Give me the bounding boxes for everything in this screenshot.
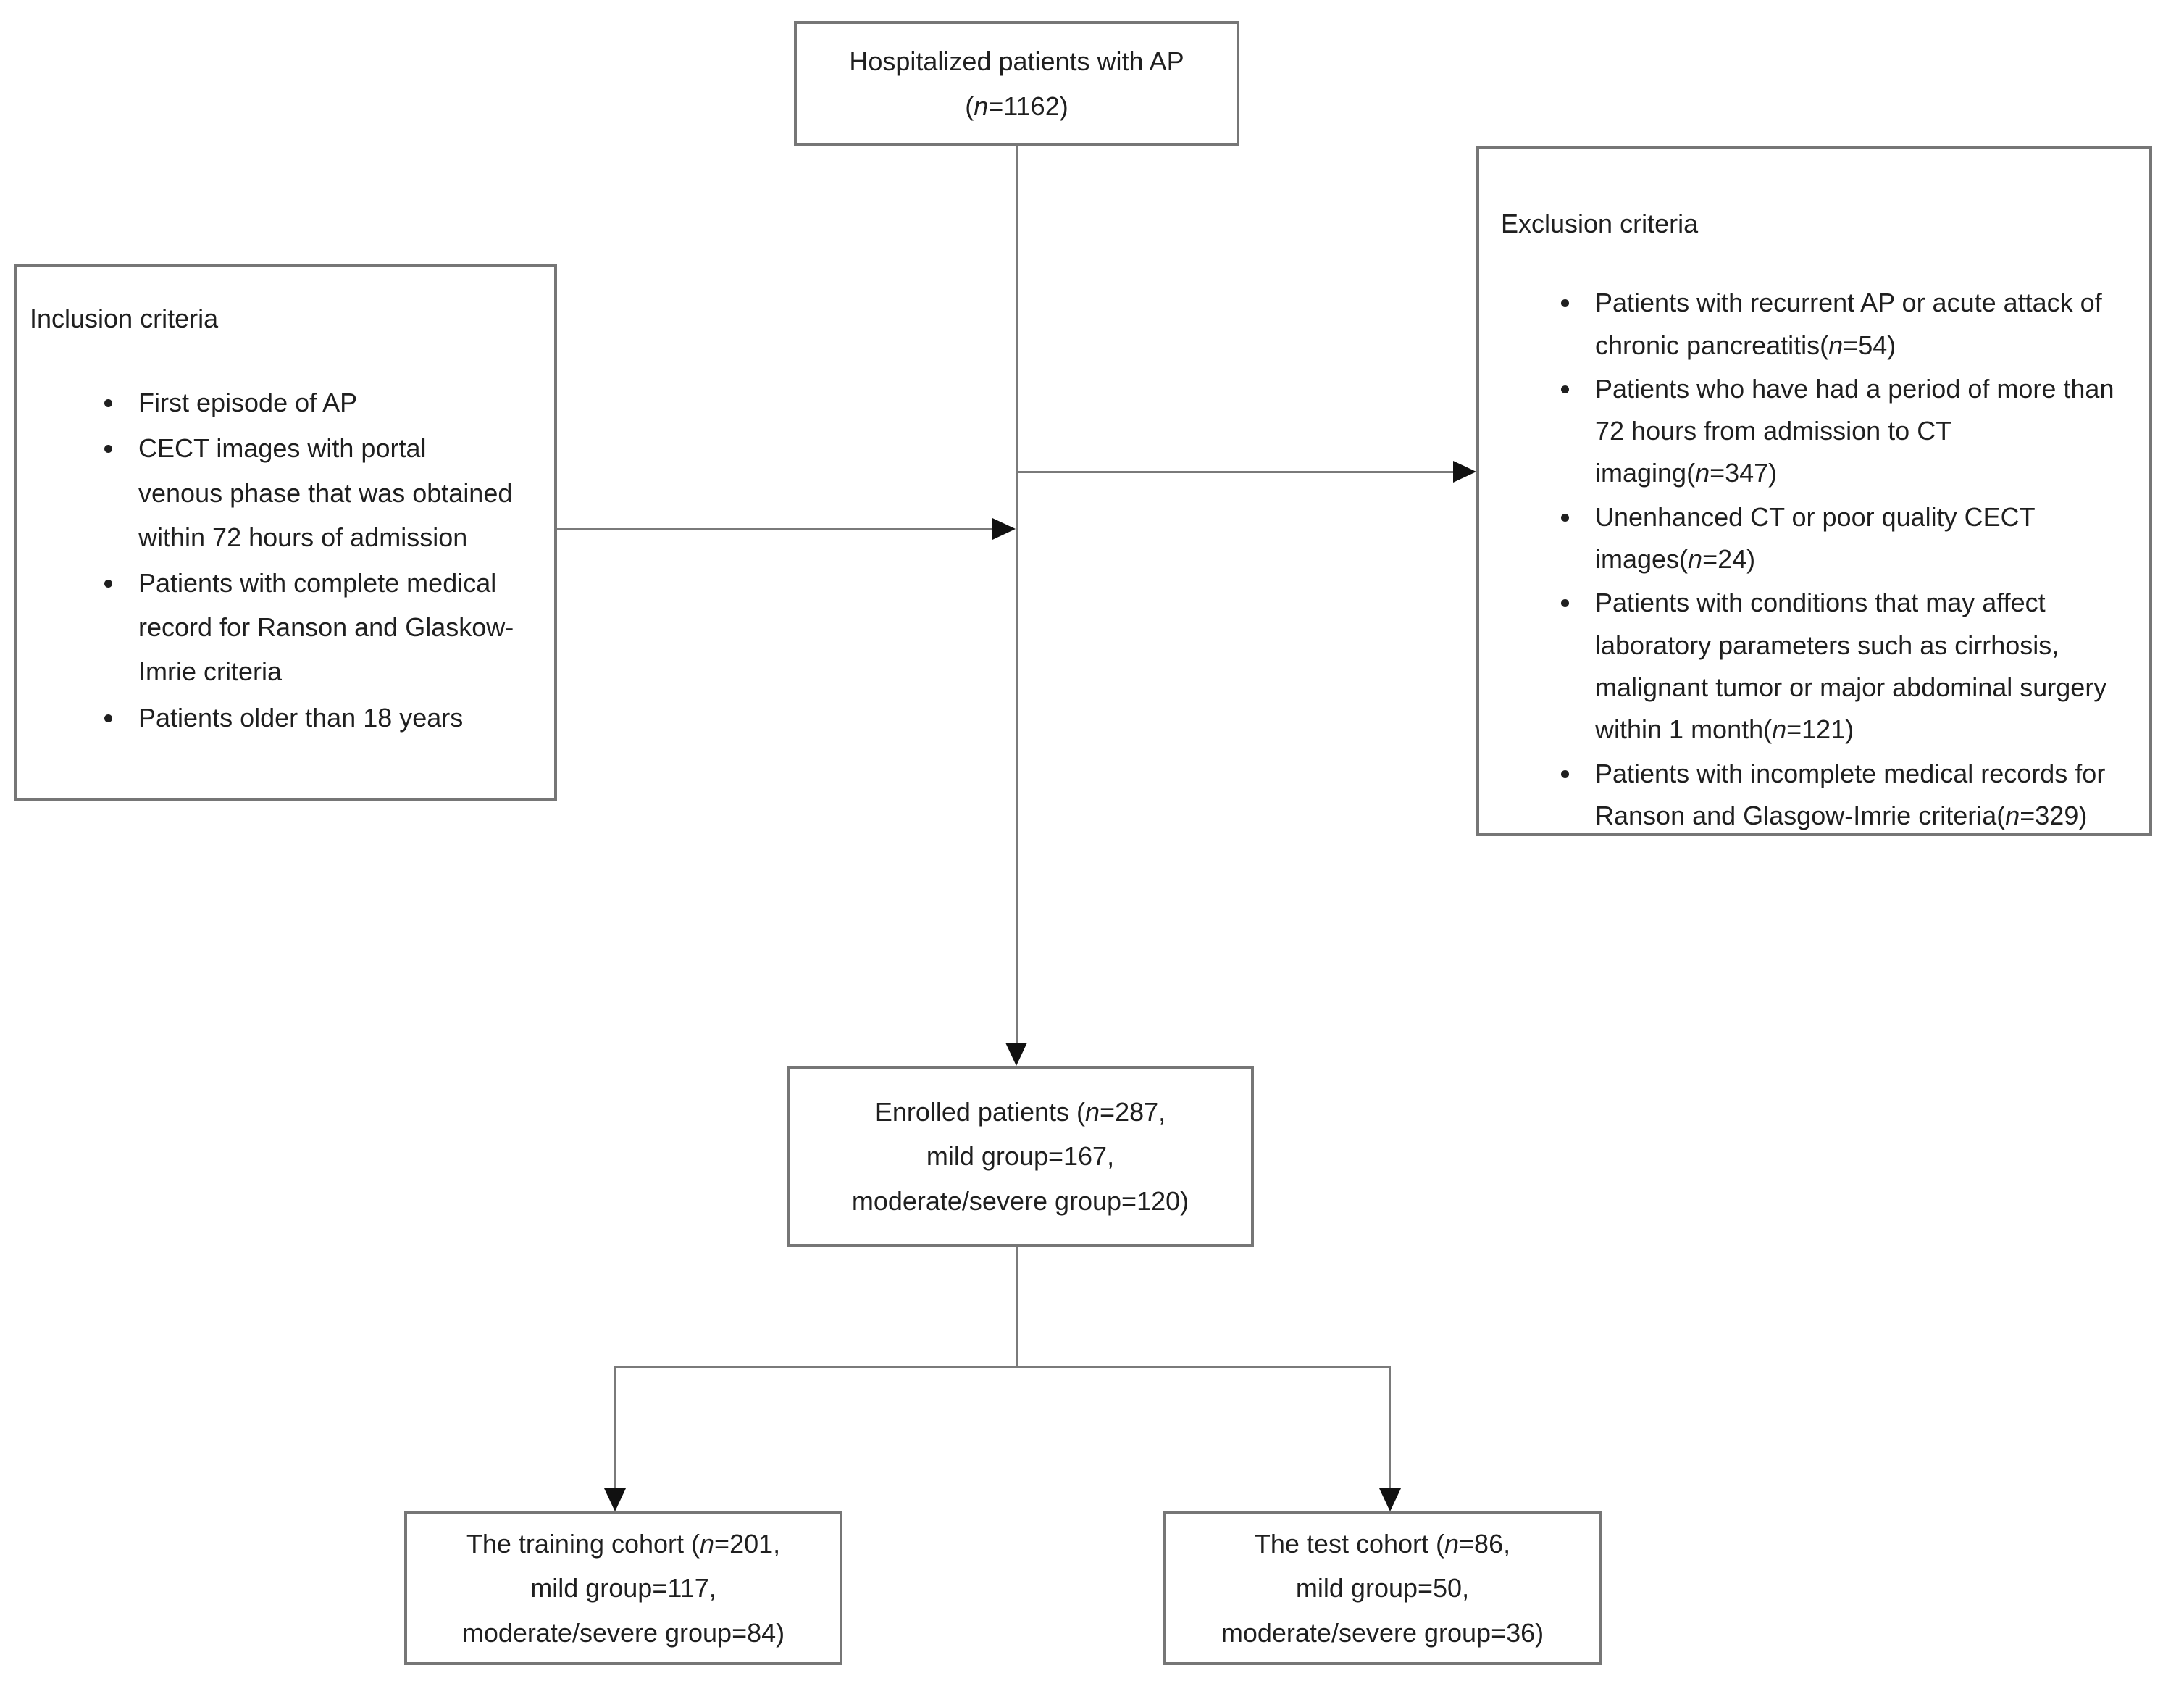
text-line: (n=1162): [849, 84, 1184, 128]
line-segment: =329): [2020, 800, 2088, 830]
box-text: Hospitalized patients with AP (n=1162): [849, 39, 1184, 128]
italic-n: n: [1085, 1097, 1100, 1127]
line-segment: The training cohort (: [466, 1529, 700, 1559]
line-segment: moderate/severe group=36): [1221, 1617, 1544, 1648]
bullet-item: CECT images with portal venous phase tha…: [125, 426, 516, 559]
box-exclusion-criteria: Exclusion criteria Patients with recurre…: [1476, 146, 2152, 836]
box-inclusion-criteria: Inclusion criteria First episode of AP C…: [14, 264, 557, 801]
line-segment: mild group=167,: [926, 1141, 1115, 1172]
line-segment: =24): [1702, 544, 1756, 575]
connector-split-horizontal: [614, 1366, 1391, 1368]
line-segment: Hospitalized patients with AP: [849, 46, 1184, 77]
italic-n: n: [1695, 458, 1710, 488]
box-enrolled-patients: Enrolled patients (n=287, mild group=167…: [787, 1066, 1254, 1247]
arrow-right-icon: [1453, 461, 1476, 483]
box-test-cohort: The test cohort (n=86, mild group=50, mo…: [1163, 1511, 1602, 1665]
italic-n: n: [700, 1529, 715, 1559]
italic-n: n: [1828, 330, 1844, 360]
line-segment: =287,: [1100, 1097, 1166, 1127]
text-line: mild group=117,: [462, 1566, 785, 1610]
text-line: moderate/severe group=36): [1221, 1611, 1544, 1655]
box-text: The test cohort (n=86, mild group=50, mo…: [1221, 1522, 1544, 1655]
box-training-cohort: The training cohort (n=201, mild group=1…: [404, 1511, 842, 1665]
italic-n: n: [1772, 714, 1787, 745]
bullet-item: Patients with recurrent AP or acute atta…: [1582, 282, 2133, 367]
connector-split-to-training: [614, 1366, 616, 1490]
line-segment: Unenhanced CT or poor quality CECT image…: [1595, 501, 2035, 575]
line-segment: =201,: [714, 1529, 781, 1559]
connector-inclusion-to-center: [557, 528, 994, 530]
italic-n: n: [1688, 544, 1703, 575]
line-segment: moderate/severe group=84): [461, 1617, 785, 1648]
line-segment: First episode of AP: [138, 388, 358, 418]
text-line: The training cohort (n=201,: [462, 1522, 785, 1566]
text-line: moderate/severe group=84): [462, 1611, 785, 1655]
inclusion-bullet-list: First episode of AP CECT images with por…: [96, 380, 516, 740]
connector-top-to-enrolled: [1016, 146, 1018, 1047]
bullet-item: Unenhanced CT or poor quality CECT image…: [1582, 496, 2133, 581]
italic-n: n: [2005, 800, 2020, 830]
text-line: Enrolled patients (n=287,: [852, 1090, 1189, 1134]
line-segment: CECT images with portal venous phase tha…: [138, 433, 513, 552]
exclusion-title: Exclusion criteria: [1501, 209, 1699, 238]
line-segment: =1162): [988, 91, 1068, 121]
arrow-down-icon: [604, 1488, 626, 1511]
bullet-item: First episode of AP: [125, 380, 516, 425]
line-segment: =121): [1786, 714, 1854, 745]
box-text: Enrolled patients (n=287, mild group=167…: [852, 1090, 1189, 1223]
box-text: The training cohort (n=201, mild group=1…: [462, 1522, 785, 1655]
line-segment: Patients older than 18 years: [138, 702, 464, 733]
line-segment: =347): [1710, 458, 1778, 488]
arrow-right-icon: [992, 518, 1016, 540]
bullet-item: Patients with incomplete medical records…: [1582, 753, 2133, 838]
line-segment: =54): [1843, 330, 1896, 360]
line-segment: Patients with complete medical record fo…: [138, 567, 514, 687]
arrow-down-icon: [1005, 1043, 1027, 1066]
line-segment: mild group=117,: [530, 1573, 716, 1603]
bullet-item: Patients with complete medical record fo…: [125, 561, 516, 694]
line-segment: Patients with incomplete medical records…: [1595, 758, 2106, 830]
line-segment: Patients with recurrent AP or acute atta…: [1595, 288, 2102, 360]
text-line: The test cohort (n=86,: [1221, 1522, 1544, 1566]
bullet-item: Patients older than 18 years: [125, 696, 516, 740]
italic-n: n: [1444, 1529, 1460, 1559]
bullet-item: Patients who have had a period of more t…: [1582, 368, 2133, 495]
bullet-item: Patients with conditions that may affect…: [1582, 582, 2133, 751]
inclusion-title: Inclusion criteria: [30, 304, 219, 333]
line-segment: Patients who have had a period of more t…: [1595, 373, 2114, 488]
line-segment: The test cohort (: [1254, 1529, 1444, 1559]
exclusion-bullet-list: Patients with recurrent AP or acute atta…: [1553, 282, 2133, 837]
connector-enrolled-to-split: [1016, 1247, 1018, 1368]
line-segment: moderate/severe group=120): [851, 1185, 1189, 1216]
box-hospitalized-patients: Hospitalized patients with AP (n=1162): [794, 21, 1239, 146]
line-segment: Patients with conditions that may affect…: [1595, 588, 2107, 745]
italic-n: n: [974, 91, 989, 121]
text-line: Hospitalized patients with AP: [849, 39, 1184, 83]
line-segment: =86,: [1459, 1529, 1511, 1559]
text-line: mild group=167,: [852, 1134, 1189, 1178]
line-segment: Enrolled patients (: [874, 1097, 1086, 1127]
connector-split-to-test: [1389, 1366, 1391, 1490]
line-segment: (: [965, 91, 974, 121]
line-segment: mild group=50,: [1295, 1573, 1470, 1603]
connector-branch-to-exclusion: [1017, 471, 1455, 473]
text-line: moderate/severe group=120): [852, 1179, 1189, 1223]
text-line: mild group=50,: [1221, 1566, 1544, 1610]
arrow-down-icon: [1379, 1488, 1401, 1511]
